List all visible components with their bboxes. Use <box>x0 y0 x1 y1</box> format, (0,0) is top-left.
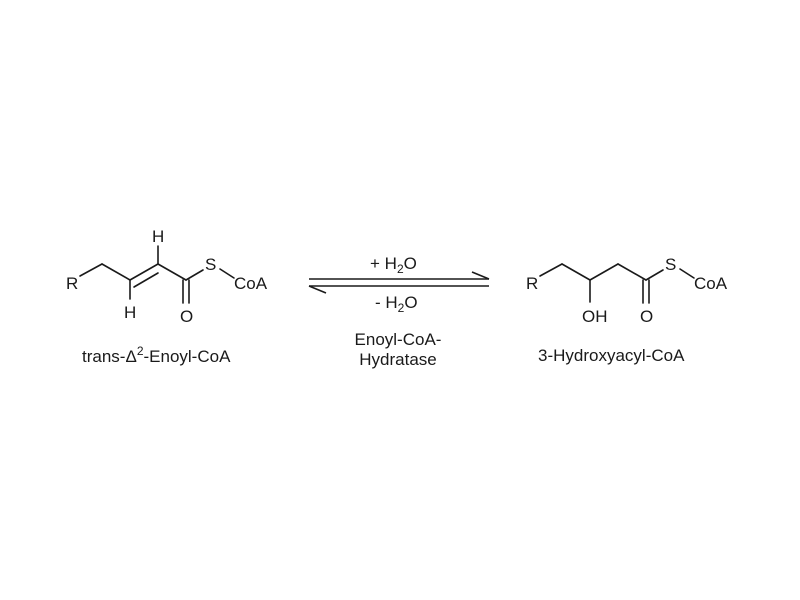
reactant-atom-coa: CoA <box>234 274 268 293</box>
reactant-bond-c4-s <box>185 269 204 281</box>
reactant-structure: R H H S CoA O <box>66 227 268 326</box>
forward-condition-subscript: 2 <box>397 262 404 276</box>
reactant-atom-s: S <box>205 255 216 274</box>
reactant-name-suffix: -Enoyl-CoA <box>144 347 232 366</box>
product-bond-r-c1 <box>539 263 563 277</box>
reactant-name: trans-Δ2-Enoyl-CoA <box>82 344 231 366</box>
forward-condition-suffix: O <box>404 254 417 273</box>
product-atom-oh: OH <box>582 307 608 326</box>
enzyme-name-line1: Enoyl-CoA- <box>355 330 442 349</box>
reactant-name-superscript: 2 <box>137 344 144 358</box>
product-bond-c1-c2 <box>561 263 591 281</box>
product-atom-coa: CoA <box>694 274 728 293</box>
reverse-arrow-head <box>308 285 327 294</box>
product-bond-c4-s <box>645 269 664 281</box>
forward-arrow-head <box>471 271 490 280</box>
product-atom-r: R <box>526 274 538 293</box>
forward-condition: + H2O <box>370 254 417 276</box>
product-bond-c3-c4 <box>617 263 647 281</box>
product-atom-s: S <box>665 255 676 274</box>
reverse-condition: - H2O <box>375 293 418 315</box>
product-bond-s-coa <box>679 268 695 279</box>
reverse-condition-subscript: 2 <box>398 301 405 315</box>
reactant-bond-c2-c3 <box>129 263 159 281</box>
enzyme-name-line2: Hydratase <box>359 350 436 369</box>
reverse-condition-prefix: - H <box>375 293 398 312</box>
reactant-bond-c1-c2 <box>101 263 131 281</box>
forward-condition-prefix: + H <box>370 254 397 273</box>
product-structure: R OH O S CoA <box>526 255 728 326</box>
reverse-condition-suffix: O <box>404 293 417 312</box>
product-name: 3-Hydroxyacyl-CoA <box>538 346 685 365</box>
reactant-bond-r-c1 <box>79 263 103 277</box>
equilibrium-arrows <box>308 271 490 294</box>
product-atom-o: O <box>640 307 653 326</box>
product-bond-c2-c3 <box>589 263 619 281</box>
reactant-bond-s-coa <box>219 268 235 279</box>
reactant-atom-o: O <box>180 307 193 326</box>
reactant-atom-h-bottom: H <box>124 303 136 322</box>
reactant-bond-c2-c3-double <box>133 272 159 288</box>
reactant-name-prefix: trans-Δ <box>82 347 137 366</box>
reactant-atom-r: R <box>66 274 78 293</box>
reactant-atom-h-top: H <box>152 227 164 246</box>
reactant-bond-c3-c4 <box>157 263 187 281</box>
